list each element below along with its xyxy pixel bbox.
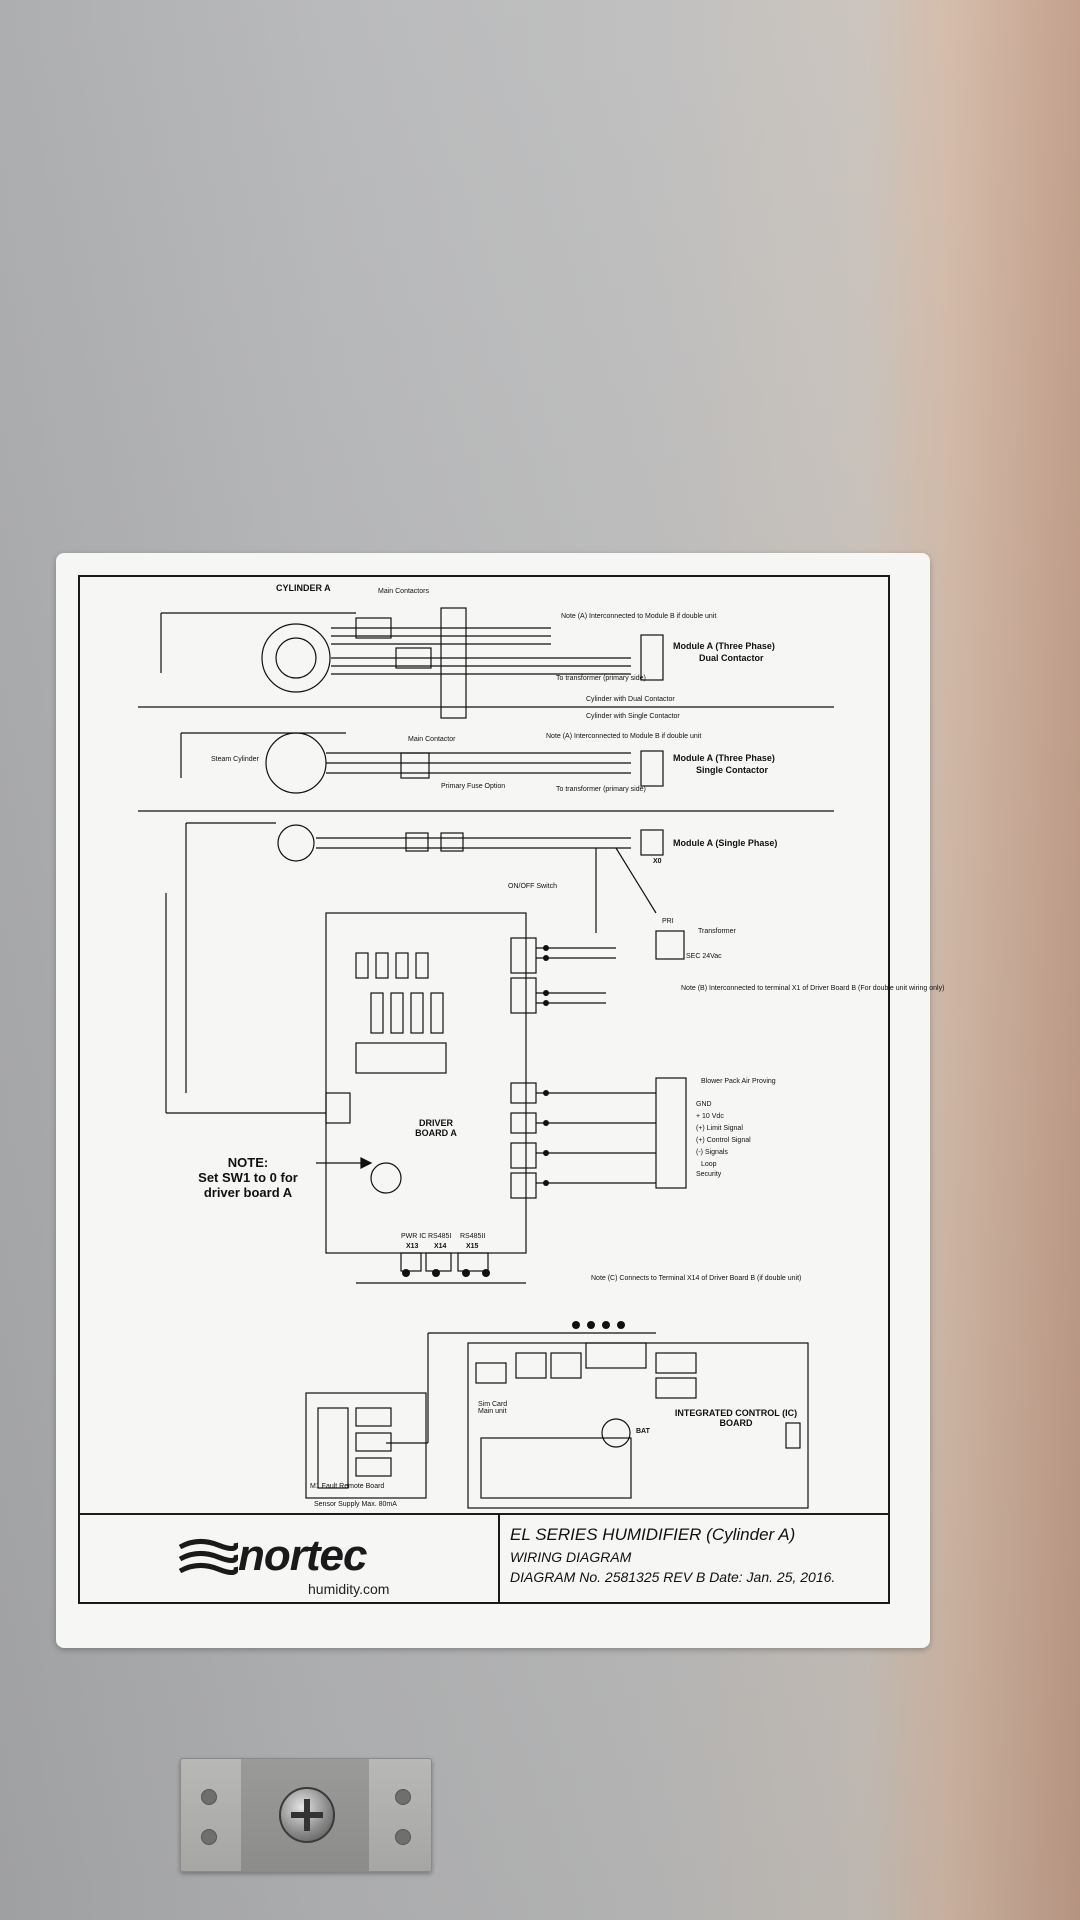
pri-label: PRI [662, 918, 674, 925]
pwr-ic-label: PWR IC [401, 1233, 427, 1240]
integrated-control-label: INTEGRATED CONTROL (IC) BOARD [674, 1408, 798, 1428]
mounting-bracket [180, 1758, 432, 1872]
cylinder-single-contactor-label: Cylinder with Single Contactor [586, 713, 680, 720]
bracket-hole [395, 1789, 411, 1805]
screw-icon [279, 1787, 335, 1843]
sec-label: SEC 24Vac [686, 953, 722, 960]
dual-contactor-label: Dual Contactor [699, 653, 764, 663]
cylinder-dual-contactor-label: Cylinder with Dual Contactor [586, 696, 675, 703]
sensor-supply-label: Sensor Supply Max. 80mA [314, 1501, 397, 1508]
sw1-note: NOTE: Set SW1 to 0 for driver board A [168, 1155, 328, 1200]
security-label: Security [696, 1171, 722, 1178]
bracket-hole [201, 1789, 217, 1805]
steam-cylinder-label: Steam Cylinder [211, 756, 259, 763]
single-contactor-label: Single Contactor [696, 765, 769, 775]
cylinder-a-label: CYLINDER A [276, 583, 331, 593]
to-transformer-label: To transformer (primary side) [556, 675, 646, 682]
label-border [78, 575, 890, 1604]
on-off-switch-label: ON/OFF Switch [508, 883, 558, 890]
diagram-subtitle: WIRING DIAGRAM [510, 1549, 632, 1565]
module-single-phase-label: Module A (Single Phase) [673, 838, 778, 848]
signals-label: (-) Signals [696, 1149, 728, 1156]
rs485-2-label: RS485II [460, 1233, 486, 1240]
wiring-diagram-label: CYLINDER A Main Contactors Note (A) Inte… [56, 553, 944, 1648]
diagram-number: DIAGRAM No. 2581325 REV B Date: Jan. 25,… [510, 1569, 836, 1585]
x13-label: X13 [406, 1243, 419, 1250]
bracket-hole [395, 1829, 411, 1845]
main-contactor-label: Main Contactor [408, 736, 456, 743]
note-a-label: Note (A) Interconnected to Module B if d… [561, 613, 717, 620]
remote-board-label: M1 Fault Remote Board [310, 1483, 385, 1490]
bracket-hole [201, 1829, 217, 1845]
brand-logo: nortec [238, 1531, 367, 1580]
x15-label: X15 [466, 1243, 479, 1250]
driver-board-label: DRIVER BOARD A [415, 1118, 457, 1138]
module-three-phase-dual-label: Module A (Three Phase) [673, 641, 775, 651]
sim-card-label: Sim Card Main unit [478, 1401, 508, 1415]
loop-label: Loop [701, 1161, 717, 1168]
nortec-waves-icon [178, 1539, 238, 1575]
rs485-1-label: RS485I [428, 1233, 452, 1240]
schematic-drawing [138, 607, 834, 1509]
control-signal-label: (+) Control Signal [696, 1137, 751, 1144]
to-transformer-2-label: To transformer (primary side) [556, 786, 646, 793]
note-line2: driver board A [203, 1185, 293, 1200]
diagram-title: EL SERIES HUMIDIFIER (Cylinder A) [510, 1525, 796, 1544]
x0-label: X0 [653, 858, 662, 865]
note-title: NOTE: [227, 1155, 269, 1170]
blower-pack-label: Blower Pack Air Proving [701, 1078, 776, 1085]
primary-fuse-label: Primary Fuse Option [441, 783, 506, 790]
note-b-label: Note (B) Interconnected to terminal X1 o… [681, 985, 945, 992]
plus10-label: + 10 Vdc [696, 1113, 724, 1120]
main-contactors-label: Main Contactors [378, 588, 429, 595]
note-c-label: Note (C) Connects to Terminal X14 of Dri… [591, 1275, 802, 1282]
title-block: nortec humidity.com EL SERIES HUMIDIFIER… [78, 1513, 890, 1604]
bat-label: BAT [636, 1428, 650, 1435]
x14-label: X14 [434, 1243, 447, 1250]
note-a-2-label: Note (A) Interconnected to Module B if d… [546, 733, 702, 740]
transformer-label: Transformer [698, 928, 736, 935]
note-line1: Set SW1 to 0 for [198, 1170, 298, 1185]
logo-box: nortec humidity.com [78, 1515, 500, 1602]
limit-signal-label: (+) Limit Signal [696, 1125, 743, 1132]
brand-url: humidity.com [308, 1581, 390, 1597]
module-three-phase-single-label: Module A (Three Phase) [673, 753, 775, 763]
gnd-label: GND [696, 1101, 712, 1108]
